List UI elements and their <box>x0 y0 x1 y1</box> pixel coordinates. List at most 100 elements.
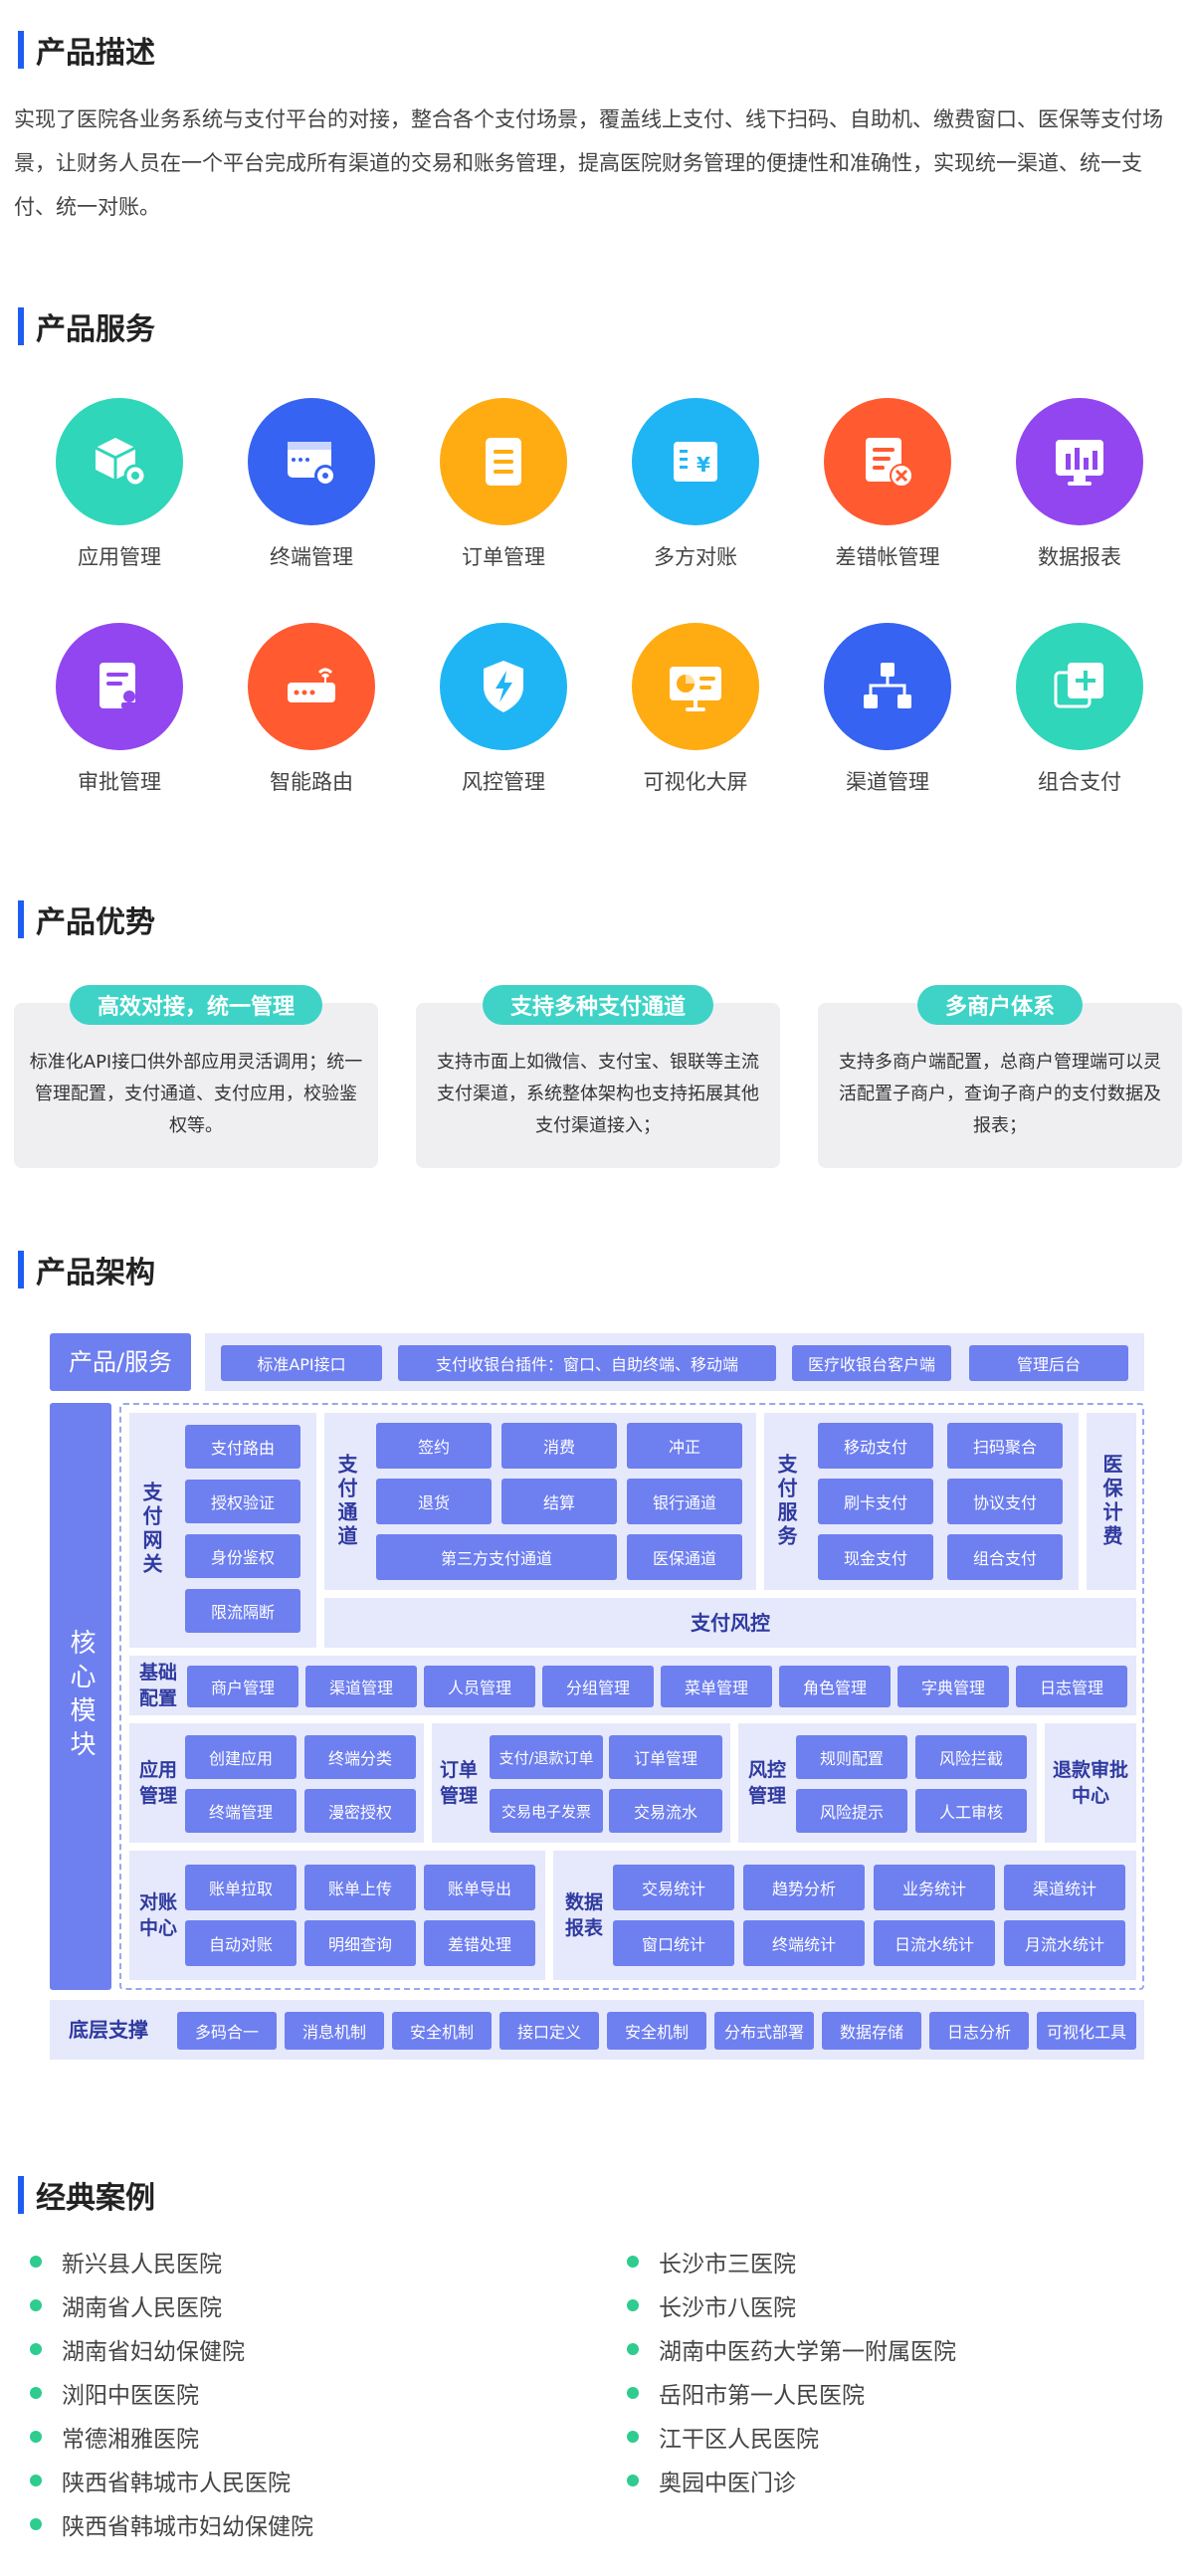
case-name: 江干区人民医院 <box>659 2427 819 2453</box>
bullet-dot-icon <box>30 2518 42 2530</box>
channel-item: 消费 <box>501 1423 617 1469</box>
case-name: 长沙市八医院 <box>659 2295 796 2321</box>
product-item: 管理后台 <box>969 1345 1128 1381</box>
advantage-title: 多商户体系 <box>916 985 1084 1025</box>
recon-item: 差错处理 <box>424 1920 535 1966</box>
riskctl-item: 规则配置 <box>796 1735 907 1779</box>
channel-item: 第三方支付通道 <box>376 1534 617 1580</box>
bullet-dot-icon <box>30 2475 42 2486</box>
bottom-support-item: 日志分析 <box>929 2012 1029 2050</box>
architecture-diagram: 产品/服务 标准API接口 支付收银台插件：窗口、自助终端、移动端 医疗收银台客… <box>0 1323 1194 2080</box>
bottom-support-item: 数据存储 <box>822 2012 921 2050</box>
app-mgmt-item: 漫密授权 <box>304 1789 416 1833</box>
case-name: 浏阳中医医院 <box>62 2383 199 2409</box>
service-item: 可视化大屏 <box>606 623 785 796</box>
case-item: 陕西省韩城市人民医院 <box>30 2464 291 2497</box>
case-name: 湖南省人民医院 <box>62 2295 222 2321</box>
order-mgmt-item: 交易流水 <box>609 1789 722 1833</box>
product-item: 标准API接口 <box>221 1345 382 1381</box>
base-config-item: 人员管理 <box>424 1666 535 1707</box>
report-item: 趋势分析 <box>743 1865 865 1910</box>
service-label: 可视化大屏 <box>643 770 748 794</box>
base-config-item: 日志管理 <box>1016 1666 1127 1707</box>
product-service-label: 产品/服务 <box>68 1348 173 1376</box>
pay-service-item: 现金支付 <box>818 1534 933 1580</box>
advantage-title: 支持多种支付通道 <box>482 985 714 1025</box>
recon-item: 明细查询 <box>304 1920 416 1966</box>
case-name: 陕西省韩城市妇幼保健院 <box>62 2514 313 2540</box>
product-service-label-box <box>50 1333 191 1391</box>
bar-chart-icon <box>1016 398 1143 525</box>
bottom-support-item: 可视化工具 <box>1037 2012 1136 2050</box>
case-item: 湖南省人民医院 <box>30 2288 222 2322</box>
channel-item: 冲正 <box>627 1423 742 1469</box>
order-mgmt-label: 订单管理 <box>439 1759 478 1807</box>
recon-item: 账单导出 <box>424 1865 535 1910</box>
service-item: 订单管理 <box>414 398 593 571</box>
case-item: 浏阳中医医院 <box>30 2376 199 2410</box>
router-icon <box>248 623 375 750</box>
bottom-support-item: 安全机制 <box>607 2012 706 2050</box>
section-title-text: 产品描述 <box>36 36 155 71</box>
section-title-advantages: 产品优势 <box>18 899 155 940</box>
service-item: 组合支付 <box>990 623 1169 796</box>
pay-service-item: 刷卡支付 <box>818 1479 933 1524</box>
bullet-dot-icon <box>30 2431 42 2443</box>
base-config-item: 商户管理 <box>187 1666 298 1707</box>
advantage-text: 支持多商户端配置，总商户管理端可以灵活配置子商户，查询子商户的支付数据及报表； <box>839 1052 1161 1136</box>
channel-item: 银行通道 <box>627 1479 742 1524</box>
bottom-support-item: 安全机制 <box>392 2012 492 2050</box>
approval-doc-icon <box>56 623 183 750</box>
base-config-item: 角色管理 <box>779 1666 891 1707</box>
document-error-icon <box>824 398 951 525</box>
service-item: 风控管理 <box>414 623 593 796</box>
bullet-dot-icon <box>627 2343 639 2355</box>
report-item: 交易统计 <box>613 1865 734 1910</box>
bottom-support-item: 多码合一 <box>177 2012 277 2050</box>
service-label: 多方对账 <box>654 545 737 569</box>
case-item: 奥园中医门诊 <box>627 2464 796 2497</box>
riskctl-label: 风控管理 <box>747 1759 786 1807</box>
cube-gear-icon <box>56 398 183 525</box>
section-title-description: 产品描述 <box>18 30 155 71</box>
service-item: 渠道管理 <box>798 623 977 796</box>
case-item: 湖南省妇幼保健院 <box>30 2332 245 2366</box>
order-mgmt-item: 支付/退款订单 <box>490 1735 603 1779</box>
section-title-text: 产品优势 <box>36 905 155 940</box>
product-description: 实现了医院各业务系统与支付平台的对接，整合各个支付场景，覆盖线上支付、线下扫码、… <box>14 107 1163 219</box>
riskctl-item: 人工审核 <box>915 1789 1027 1833</box>
insurance-panel <box>1087 1413 1136 1590</box>
channel-item: 结算 <box>501 1479 617 1524</box>
bullet-dot-icon <box>627 2475 639 2486</box>
service-item: 应用管理 <box>30 398 209 571</box>
advantage-text: 标准化API接口供外部应用灵活调用；统一管理配置，支付通道、支付应用，校验鉴权等… <box>29 1052 363 1136</box>
report-item: 窗口统计 <box>613 1920 734 1966</box>
bullet-dot-icon <box>30 2387 42 2399</box>
risk-bar-panel <box>324 1598 1136 1648</box>
terminal-gear-icon <box>248 398 375 525</box>
case-item: 新兴县人民医院 <box>30 2245 222 2279</box>
risk-bar-label: 支付风控 <box>691 1611 770 1635</box>
case-item: 湖南中医药大学第一附属医院 <box>627 2332 956 2366</box>
gateway-item: 支付路由 <box>185 1425 300 1469</box>
case-name: 常德湘雅医院 <box>62 2427 199 2453</box>
refund-label: 退款审批中心 <box>1052 1759 1128 1807</box>
recon-item: 账单上传 <box>304 1865 416 1910</box>
pay-service-item: 协议支付 <box>947 1479 1063 1524</box>
bullet-dot-icon <box>30 2343 42 2355</box>
case-name: 湖南中医药大学第一附属医院 <box>659 2339 956 2365</box>
section-title-cases: 经典案例 <box>18 2175 155 2216</box>
section-title-text: 经典案例 <box>36 2181 155 2216</box>
recon-item: 自动对账 <box>185 1920 297 1966</box>
svg-text:¥: ¥ <box>696 453 710 477</box>
section-title-text: 产品服务 <box>36 312 155 347</box>
case-item: 长沙市三医院 <box>627 2245 796 2279</box>
app-mgmt-item: 终端分类 <box>304 1735 416 1779</box>
base-config-item: 分组管理 <box>542 1666 654 1707</box>
bottom-support-item: 接口定义 <box>499 2012 599 2050</box>
case-name: 岳阳市第一人民医院 <box>659 2383 865 2409</box>
advantage-text: 支持市面上如微信、支付宝、银联等主流支付渠道，系统整体架构也支持拓展其他支付渠道… <box>437 1052 759 1136</box>
service-label: 数据报表 <box>1038 545 1121 569</box>
order-mgmt-item: 订单管理 <box>609 1735 722 1779</box>
recon-label: 对账中心 <box>138 1891 177 1939</box>
